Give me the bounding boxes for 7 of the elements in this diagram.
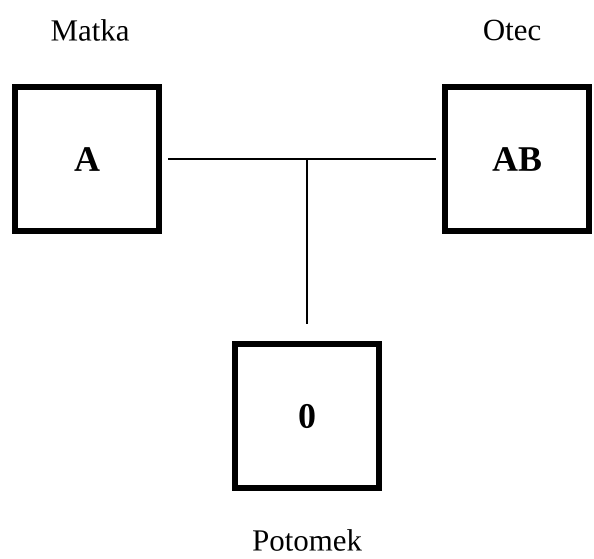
node-caption: Potomek — [253, 529, 362, 551]
node-caption: Otec — [484, 20, 540, 40]
node-box: AB — [442, 84, 592, 234]
node-box: A — [12, 84, 162, 234]
node-caption: Matka — [51, 19, 130, 41]
connector-line — [306, 158, 436, 324]
node-box: 0 — [232, 340, 382, 491]
